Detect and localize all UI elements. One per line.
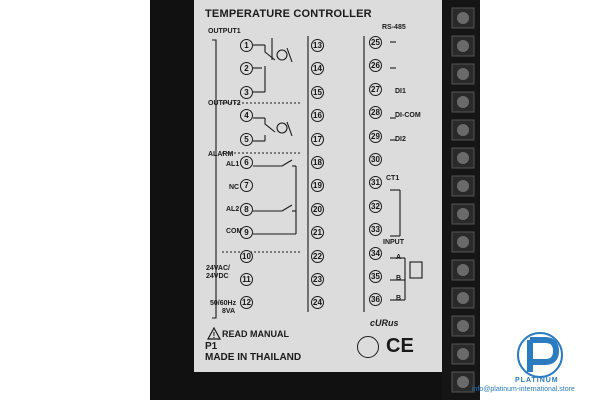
output1-label: OUTPUT1 [208,28,241,35]
made-in-label: MADE IN THAILAND [205,352,302,363]
terminal-7: 7 [240,179,253,193]
output2-label: OUTPUT2 [208,100,241,107]
terminal-10: 10 [240,249,253,263]
terminal-25: 25 [369,36,382,49]
screw-head-icon [457,264,469,276]
ct1-label: CT1 [386,175,400,182]
terminal-3: 3 [240,85,253,99]
dicom-label: DI-COM [395,112,421,119]
screw-head-icon [457,124,469,136]
terminal-4: 4 [240,109,253,123]
read-manual-label: READ MANUAL [222,329,289,339]
screw-head-icon [457,348,469,360]
watermark-brand: PLATINUM [515,377,559,384]
com-label: COM [226,228,243,235]
supply-dc-label: 24VDC [206,273,229,280]
terminal-22: 22 [311,249,324,263]
svg-text:!: ! [213,331,216,340]
screw-head-icon [457,12,469,24]
terminal-33: 33 [369,223,382,237]
input-label: INPUT [383,239,404,246]
ul-mark-icon: cURus [370,318,399,328]
terminal-27: 27 [369,82,382,96]
csa-mark-icon [357,336,379,358]
terminal-26: 26 [369,59,382,73]
screw-head-icon [457,208,469,220]
terminal-20: 20 [311,202,324,216]
terminal-6: 6 [240,156,253,169]
terminal-15: 15 [311,85,324,99]
frequency-label: 50/60Hz [210,300,237,307]
terminal-14: 14 [311,62,324,76]
terminal-24: 24 [311,296,324,310]
screw-head-icon [457,68,469,80]
di1-label: DI1 [395,88,406,95]
screw-head-icon [457,292,469,304]
terminal-2: 2 [240,62,253,76]
terminal-18: 18 [311,156,324,169]
label-title: TEMPERATURE CONTROLLER [205,8,372,20]
screw-head-icon [457,376,469,388]
terminal-23: 23 [311,273,324,286]
terminal-13: 13 [311,39,324,52]
terminal-17: 17 [311,132,324,146]
terminal-12: 12 [240,296,253,310]
model-code: P1 [205,341,218,352]
nc-label: NC [229,184,240,191]
terminal-16: 16 [311,109,324,123]
alarm-label: ALARM [208,151,234,158]
ce-mark-icon: CE [386,335,414,357]
terminal-21: 21 [311,226,324,240]
terminal-28: 28 [369,106,382,120]
screw-head-icon [457,96,469,108]
screw-head-icon [457,180,469,192]
screw-head-icon [457,152,469,164]
terminal-19: 19 [311,179,324,193]
terminal-1: 1 [240,39,253,52]
input-a-label: A [396,254,402,261]
screw-head-icon [457,236,469,248]
screw-head-icon [457,40,469,52]
terminal-36: 36 [369,293,382,307]
power-rating-label: 8VA [222,308,236,315]
terminal-11: 11 [240,273,253,286]
terminal-8: 8 [240,202,253,216]
supply-ac-label: 24VAC/ [206,265,230,272]
terminal-29: 29 [369,129,382,143]
terminal-30: 30 [369,153,382,166]
terminal-32: 32 [369,199,382,213]
screw-head-icon [457,320,469,332]
watermark-email: info@platinum-international.store [472,386,575,393]
terminal-35: 35 [369,270,382,283]
terminal-31: 31 [369,176,382,190]
input-b1-label: B [396,275,402,282]
al2-label: AL2 [226,206,240,213]
input-b2-label: B [396,295,402,302]
terminal-34: 34 [369,246,382,260]
terminal-5: 5 [240,132,253,146]
terminal-9: 9 [240,226,253,240]
di2-label: DI2 [395,136,406,143]
al1-label: AL1 [226,161,240,168]
rs485-label: RS-485 [382,24,406,31]
